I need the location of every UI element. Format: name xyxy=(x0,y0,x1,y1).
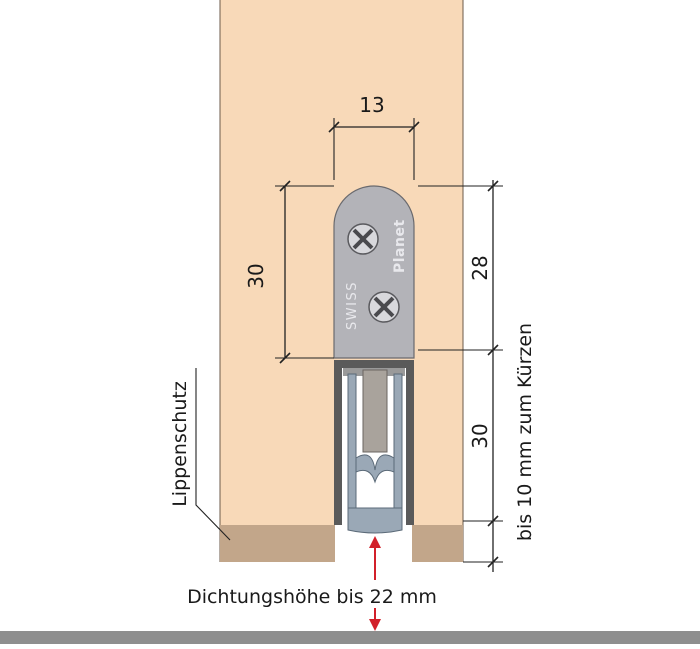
lip-protection-callout: Lippenschutz xyxy=(169,368,231,541)
shortening-note: bis 10 mm zum Kürzen xyxy=(514,323,536,541)
plate-brand-top: SWISS xyxy=(345,281,360,330)
lip-protection-right xyxy=(412,525,463,562)
screw-icon xyxy=(368,291,400,323)
dimension-top-width: 13 xyxy=(328,93,420,180)
floor xyxy=(0,631,700,644)
dimension-right-lower-label: 30 xyxy=(468,423,492,448)
seal-height-callout: Dichtungshöhe bis 22 mm xyxy=(187,536,437,631)
mounting-plate: SWISS Planet xyxy=(333,185,415,359)
seal-profile xyxy=(334,360,414,534)
dimension-left-height: 30 xyxy=(244,180,334,364)
dimension-left-height-label: 30 xyxy=(244,263,268,288)
dimension-right-upper-label: 28 xyxy=(468,255,492,280)
dimension-top-width-label: 13 xyxy=(359,93,384,117)
plate-brand-bottom: Planet xyxy=(392,219,408,273)
dimension-right-chain: 28 30 xyxy=(418,180,503,572)
lip-protection-left xyxy=(220,525,335,562)
lip-protection-label: Lippenschutz xyxy=(169,381,191,507)
screw-icon xyxy=(347,223,379,255)
seal-height-label: Dichtungshöhe bis 22 mm xyxy=(187,586,437,608)
